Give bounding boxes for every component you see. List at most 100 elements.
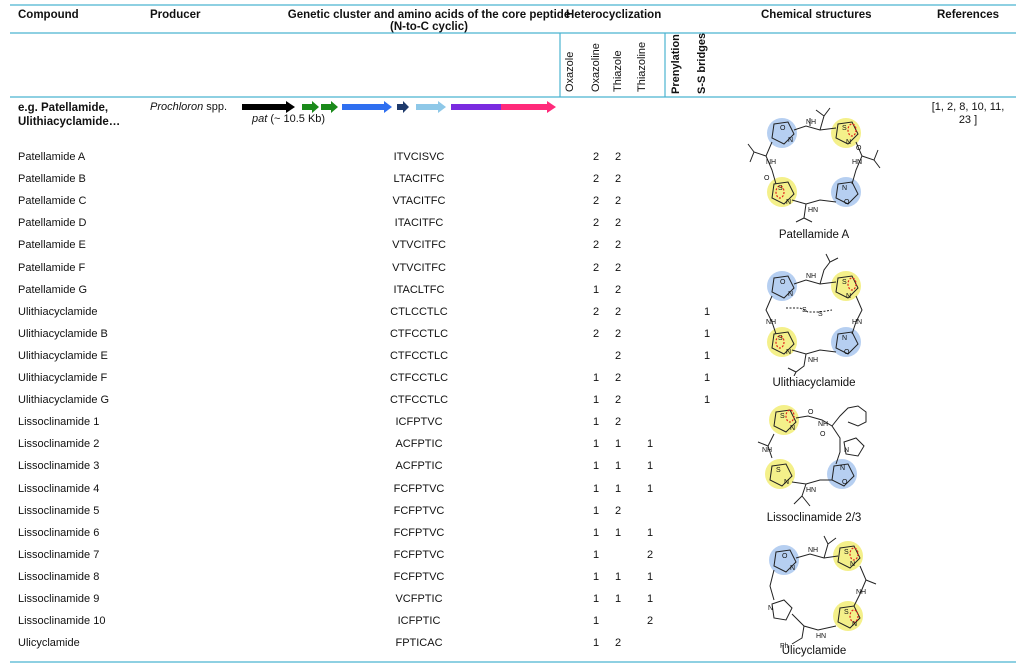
structure-patellamide-a: ON SN SN NO NHNH HNHN OO bbox=[744, 100, 884, 225]
core-peptide-sequence: ACFPTIC bbox=[374, 460, 464, 472]
thiazole-count: 2 bbox=[611, 173, 625, 185]
core-peptide-sequence: VTVCITFC bbox=[374, 262, 464, 274]
thiazole-count: 1 bbox=[611, 460, 625, 472]
oxazoline-count: 1 bbox=[589, 615, 603, 627]
core-peptide-sequence: ITVCISVC bbox=[374, 151, 464, 163]
oxazoline-count: 2 bbox=[589, 239, 603, 251]
svg-text:S: S bbox=[778, 335, 783, 342]
thiazole-count: 2 bbox=[611, 328, 625, 340]
svg-text:S: S bbox=[844, 609, 849, 616]
svg-text:N: N bbox=[846, 293, 851, 300]
oxazoline-count: 2 bbox=[589, 262, 603, 274]
svg-text:NH: NH bbox=[766, 159, 776, 166]
core-peptide-sequence: FCFPTVC bbox=[374, 549, 464, 561]
compound-name: Patellamide A bbox=[18, 151, 85, 163]
structure-ulicyclamide: ON SN SN NHNH NHN Ph bbox=[744, 530, 884, 654]
svg-text:N: N bbox=[842, 335, 847, 342]
compound-name: Lissoclinamide 7 bbox=[18, 549, 99, 561]
compound-name: Lissoclinamide 1 bbox=[18, 416, 99, 428]
svg-text:NH: NH bbox=[806, 119, 816, 126]
core-peptide-sequence: VTVCITFC bbox=[374, 239, 464, 251]
thiazoline-count: 1 bbox=[643, 593, 657, 605]
core-peptide-sequence: VTACITFC bbox=[374, 195, 464, 207]
svg-text:NH: NH bbox=[808, 547, 818, 554]
svg-text:S: S bbox=[778, 185, 783, 192]
oxazoline-count: 1 bbox=[589, 416, 603, 428]
compound-name: Lissoclinamide 3 bbox=[18, 460, 99, 472]
compound-name: Lissoclinamide 8 bbox=[18, 571, 99, 583]
svg-text:N: N bbox=[786, 349, 791, 356]
gene-arrow-7b bbox=[501, 101, 556, 113]
oxazoline-count: 1 bbox=[589, 438, 603, 450]
thiazole-count: 2 bbox=[611, 637, 625, 649]
compound-name: Patellamide B bbox=[18, 173, 86, 185]
core-peptide-sequence: FCFPTVC bbox=[374, 571, 464, 583]
svg-text:O: O bbox=[764, 175, 770, 182]
svg-text:O: O bbox=[842, 479, 848, 486]
core-peptide-sequence: CTFCCTLC bbox=[374, 328, 464, 340]
gene-arrow-7a bbox=[451, 104, 501, 110]
ss-bridge-count: 1 bbox=[700, 372, 714, 384]
compound-name: Patellamide D bbox=[18, 217, 86, 229]
thiazole-count: 1 bbox=[611, 571, 625, 583]
svg-text:NH: NH bbox=[806, 273, 816, 280]
svg-text:O: O bbox=[844, 349, 850, 356]
gene-arrow-5 bbox=[397, 101, 409, 113]
gene-arrow-4 bbox=[342, 101, 392, 113]
structure-label-patellamide-a: Patellamide A bbox=[744, 229, 884, 241]
svg-text:HN: HN bbox=[808, 207, 818, 214]
svg-text:NH: NH bbox=[856, 589, 866, 596]
oxazoline-count: 2 bbox=[589, 195, 603, 207]
thiazole-count: 2 bbox=[611, 262, 625, 274]
oxazoline-count: 2 bbox=[589, 306, 603, 318]
thiazole-count: 2 bbox=[611, 394, 625, 406]
svg-text:NH: NH bbox=[766, 319, 776, 326]
thiazole-count: 1 bbox=[611, 438, 625, 450]
gene-arrow-6 bbox=[416, 101, 446, 113]
svg-text:N: N bbox=[790, 565, 795, 572]
compound-name: Patellamide G bbox=[18, 284, 87, 296]
core-peptide-sequence: FPTICAC bbox=[374, 637, 464, 649]
thiazoline-count: 1 bbox=[643, 438, 657, 450]
compound-name: Lissoclinamide 4 bbox=[18, 483, 99, 495]
thiazole-count: 2 bbox=[611, 239, 625, 251]
svg-text:S: S bbox=[776, 467, 781, 474]
thiazole-count: 2 bbox=[611, 372, 625, 384]
core-peptide-sequence: CTFCCTLC bbox=[374, 372, 464, 384]
svg-text:N: N bbox=[840, 465, 845, 472]
core-peptide-sequence: CTLCCTLC bbox=[374, 306, 464, 318]
oxazoline-count: 1 bbox=[589, 637, 603, 649]
thiazole-count: 2 bbox=[611, 195, 625, 207]
svg-text:S: S bbox=[780, 413, 785, 420]
compound-name: Ulithiacyclamide G bbox=[18, 394, 109, 406]
svg-text:HN: HN bbox=[816, 633, 826, 640]
core-peptide-sequence: FCFPTVC bbox=[374, 527, 464, 539]
oxazoline-count: 2 bbox=[589, 217, 603, 229]
thiazole-count: 1 bbox=[611, 593, 625, 605]
oxazoline-count: 2 bbox=[589, 328, 603, 340]
svg-text:N: N bbox=[786, 199, 791, 206]
compound-name: Lissoclinamide 9 bbox=[18, 593, 99, 605]
svg-text:O: O bbox=[780, 279, 786, 286]
svg-text:N: N bbox=[846, 139, 851, 146]
gene-arrow-3 bbox=[321, 101, 338, 113]
thiazole-count: 1 bbox=[611, 483, 625, 495]
core-peptide-sequence: FCFPTVC bbox=[374, 505, 464, 517]
thiazoline-count: 1 bbox=[643, 483, 657, 495]
svg-text:HN: HN bbox=[852, 159, 862, 166]
core-peptide-sequence: CTFCCTLC bbox=[374, 394, 464, 406]
structure-label-ulithiacyclamide: Ulithiacyclamide bbox=[744, 377, 884, 389]
svg-text:S: S bbox=[818, 311, 823, 318]
svg-text:N: N bbox=[852, 621, 857, 628]
svg-text:N: N bbox=[844, 447, 849, 454]
structure-lissoclinamide-2-3: SN SN NO ONH NHN OHN bbox=[744, 396, 884, 510]
oxazoline-count: 1 bbox=[589, 593, 603, 605]
oxazoline-count: 1 bbox=[589, 549, 603, 561]
thiazole-count: 2 bbox=[611, 217, 625, 229]
svg-text:HN: HN bbox=[806, 487, 816, 494]
structure-label-ulicyclamide: Ulicyclamide bbox=[744, 645, 884, 657]
thiazole-count: 2 bbox=[611, 306, 625, 318]
core-peptide-sequence: ITACLTFC bbox=[374, 284, 464, 296]
svg-text:N: N bbox=[784, 479, 789, 486]
core-peptide-sequence: CTFCCTLC bbox=[374, 350, 464, 362]
